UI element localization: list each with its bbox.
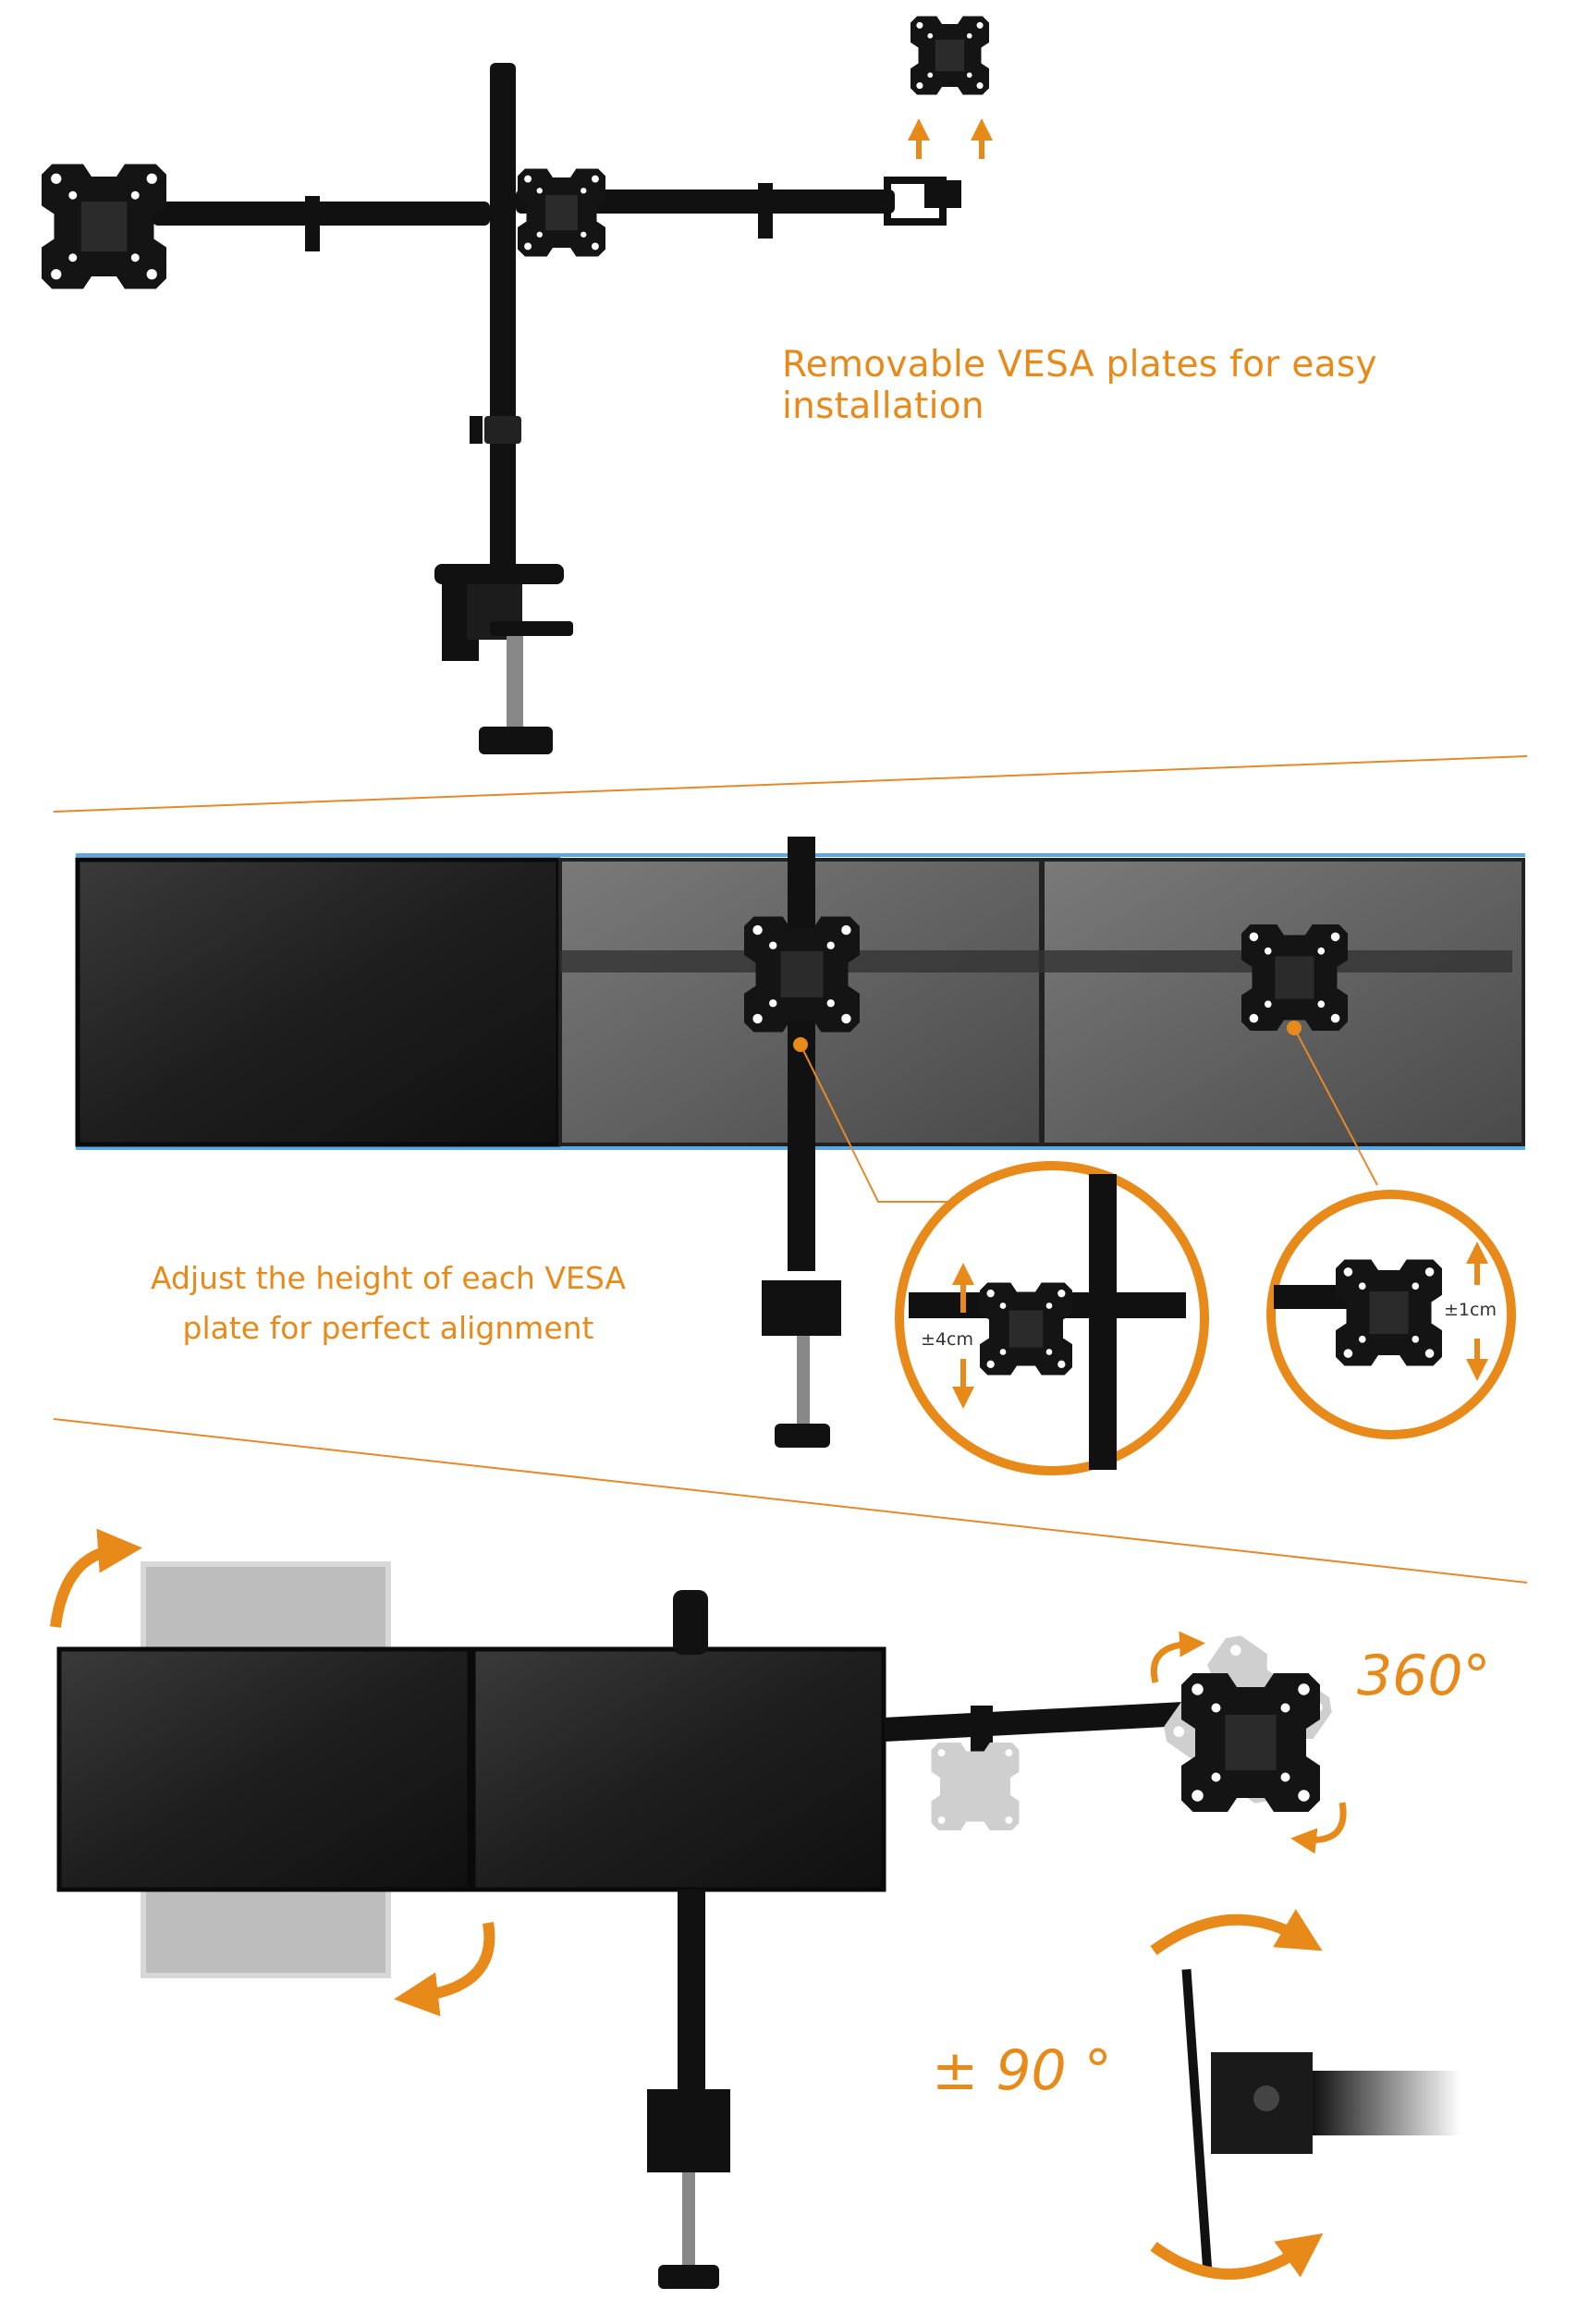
- aligned-monitors-view: [75, 837, 1525, 1475]
- triple-mount-exploded-view: [42, 16, 993, 754]
- section-divider: [53, 1418, 1528, 1584]
- height-detail-right: [1266, 1190, 1516, 1439]
- vesa-plate-icon: [42, 164, 166, 289]
- height-detail-left: [895, 1161, 1209, 1475]
- tilt-label: ± 90 °: [932, 2038, 1112, 2103]
- vesa-plate-icon: [1181, 1673, 1320, 1812]
- height-adjust-caption: Adjust the height of each VESA plate for…: [151, 1260, 626, 1346]
- height-range-left-label: ±4cm: [921, 1329, 973, 1350]
- vesa-plate-icon: [911, 16, 989, 95]
- section-divider: [53, 755, 1528, 813]
- tilt-arrow-icon: [1150, 1909, 1324, 2280]
- rotate-arrow-icon: [50, 1528, 1347, 2017]
- vesa-plate-icon: [518, 168, 605, 257]
- vesa-removable-caption: Removable VESA plates for easy installat…: [782, 344, 1377, 427]
- tilt-detail: [1150, 1909, 1461, 2280]
- height-range-right-label: ±1cm: [1444, 1300, 1497, 1320]
- rotation-view: [50, 1528, 1461, 2289]
- up-arrow-icon: [908, 118, 993, 159]
- rotation-label: 360°: [1357, 1644, 1491, 1708]
